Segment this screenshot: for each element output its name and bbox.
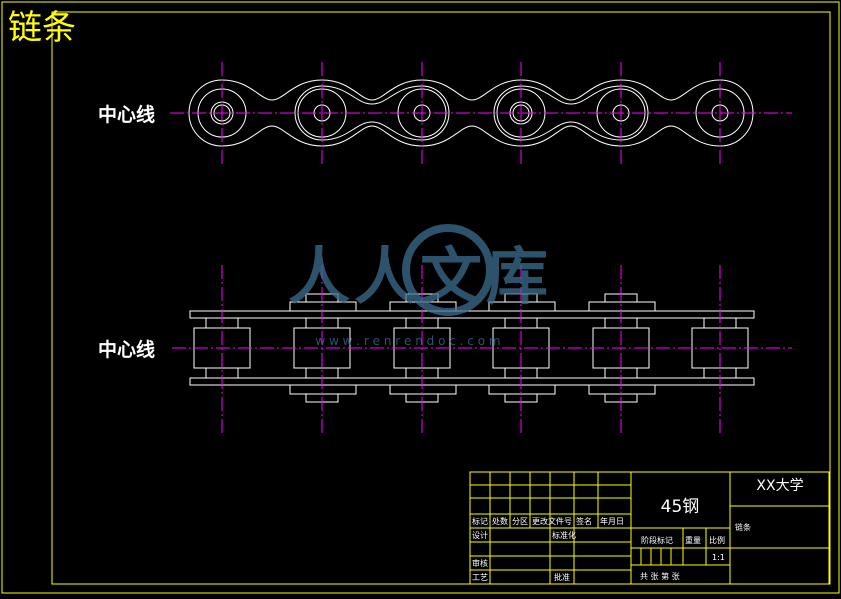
inner-frame (51, 11, 831, 585)
design-label: 设计 (472, 530, 488, 540)
school-label: XX大学 (756, 478, 803, 494)
weight-label: 重量 (685, 535, 701, 545)
header-sign: 签名 (576, 516, 592, 526)
top-centerline-label: 中心线 (98, 104, 156, 126)
side-centerline-label: 中心线 (98, 339, 156, 361)
side-centerlines (172, 265, 792, 435)
part-name-label: 链条 (735, 522, 751, 532)
stage-mark-label: 阶段标记 (641, 535, 673, 545)
header-date: 年月日 (600, 516, 624, 526)
drawing-title: 链条 (8, 8, 76, 48)
top-centerlines (170, 62, 792, 165)
header-change-doc: 更改文件号 (532, 516, 572, 526)
sheets-label: 共 张 第 张 (640, 571, 680, 581)
watermark: 人人文库 w w w . r e n r e n d o c . c o m (288, 224, 552, 348)
title-block-text: 45钢 XX大学 链条 标记 处数 分区 更改文件号 签名 年月日 设计 标准化… (472, 478, 804, 582)
process-label: 工艺 (472, 573, 488, 582)
watermark-url: w w w . r e n r e n d o c . c o m (315, 334, 500, 348)
approve-label: 批准 (554, 572, 570, 582)
watermark-brand: 人人文库 (288, 240, 552, 313)
title-block (469, 471, 830, 585)
scale-value: 1:1 (712, 553, 725, 562)
chain-top-view (188, 79, 754, 147)
header-mark: 标记 (472, 516, 488, 526)
review-label: 审核 (472, 558, 488, 568)
header-zone: 分区 (512, 517, 528, 526)
header-count: 处数 (492, 516, 508, 526)
ratio-label: 比例 (709, 535, 725, 545)
watermark-logo-ring (402, 224, 494, 316)
material-label: 45钢 (661, 497, 700, 517)
standardize-label: 标准化 (552, 530, 576, 540)
